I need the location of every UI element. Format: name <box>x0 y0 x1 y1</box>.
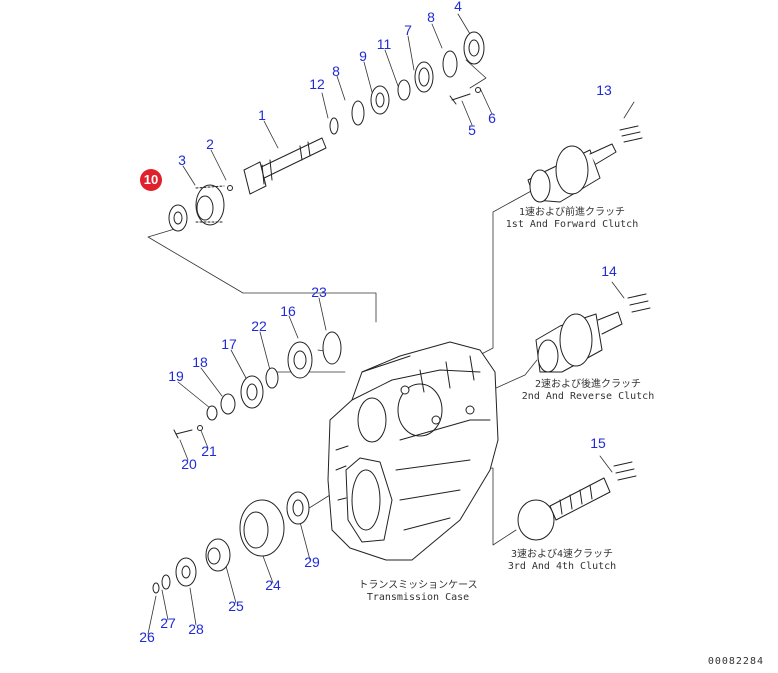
callout-8-upper[interactable]: 8 <box>427 9 435 25</box>
callout-6[interactable]: 6 <box>488 110 496 126</box>
clutch-1-caption-jp: 1速および前進クラッチ <box>518 207 626 218</box>
callout-9[interactable]: 9 <box>359 48 367 64</box>
clutch-2-caption-jp: 2速および後進クラッチ <box>534 379 642 390</box>
callout-13[interactable]: 13 <box>596 82 612 98</box>
bolt <box>449 93 471 105</box>
clutch-2 <box>535 293 651 373</box>
callout-4[interactable]: 4 <box>454 0 462 14</box>
callout-24[interactable]: 24 <box>265 577 281 593</box>
ring <box>397 79 411 101</box>
snap-ring <box>442 50 458 78</box>
callout-18[interactable]: 18 <box>192 354 208 370</box>
callout-19[interactable]: 19 <box>168 368 184 384</box>
clutch-3-caption: 3速および4速クラッチ 3rd And 4th Clutch <box>508 549 616 573</box>
callout-17[interactable]: 17 <box>221 336 237 352</box>
clutch-2-caption-en: 2nd And Reverse Clutch <box>521 391 655 402</box>
callout-2[interactable]: 2 <box>206 136 214 152</box>
callout-1[interactable]: 1 <box>258 107 266 123</box>
transmission-case <box>327 341 499 561</box>
pin <box>227 185 233 191</box>
callout-23[interactable]: 23 <box>311 284 327 300</box>
input-shaft <box>254 137 327 182</box>
callout-3[interactable]: 3 <box>178 152 186 168</box>
callout-10-highlighted[interactable]: 10 <box>140 169 162 191</box>
clutch-2-caption: 2速および後進クラッチ 2nd And Reverse Clutch <box>522 379 654 403</box>
snap-ring <box>351 100 365 126</box>
callout-20[interactable]: 20 <box>181 456 197 472</box>
callout-22[interactable]: 22 <box>251 318 267 334</box>
callout-29[interactable]: 29 <box>304 554 320 570</box>
callout-5[interactable]: 5 <box>468 122 476 138</box>
clutch-1 <box>527 125 643 203</box>
clutch-1-caption: 1速および前進クラッチ 1st And Forward Clutch <box>506 207 638 231</box>
clutch-3-caption-en: 3rd And 4th Clutch <box>507 561 617 572</box>
callout-21[interactable]: 21 <box>201 443 217 459</box>
lower-parts <box>152 491 310 594</box>
callout-26[interactable]: 26 <box>139 629 155 645</box>
clutch-3-caption-jp: 3速および4速クラッチ <box>510 549 614 560</box>
callout-12[interactable]: 12 <box>309 76 325 92</box>
callout-25[interactable]: 25 <box>228 598 244 614</box>
callout-7[interactable]: 7 <box>404 22 412 38</box>
washer <box>475 87 481 93</box>
callout-15[interactable]: 15 <box>590 435 606 451</box>
clutch-1-caption-en: 1st And Forward Clutch <box>505 219 639 230</box>
callout-11[interactable]: 11 <box>376 36 392 52</box>
case-caption-en: Transmission Case <box>366 592 470 603</box>
callout-27[interactable]: 27 <box>160 615 176 631</box>
case-caption-jp: トランスミッションケース <box>358 580 478 591</box>
callout-8-lower[interactable]: 8 <box>332 63 340 79</box>
snap-ring <box>329 117 339 135</box>
drawing-number: 00082284 <box>707 656 764 667</box>
clutch-3 <box>517 461 637 541</box>
case-caption: トランスミッションケース Transmission Case <box>358 580 477 604</box>
output-parts <box>173 331 342 439</box>
callout-28[interactable]: 28 <box>188 621 204 637</box>
callout-16[interactable]: 16 <box>280 303 296 319</box>
input-shaft-assembly <box>168 31 485 232</box>
callout-14[interactable]: 14 <box>601 263 617 279</box>
